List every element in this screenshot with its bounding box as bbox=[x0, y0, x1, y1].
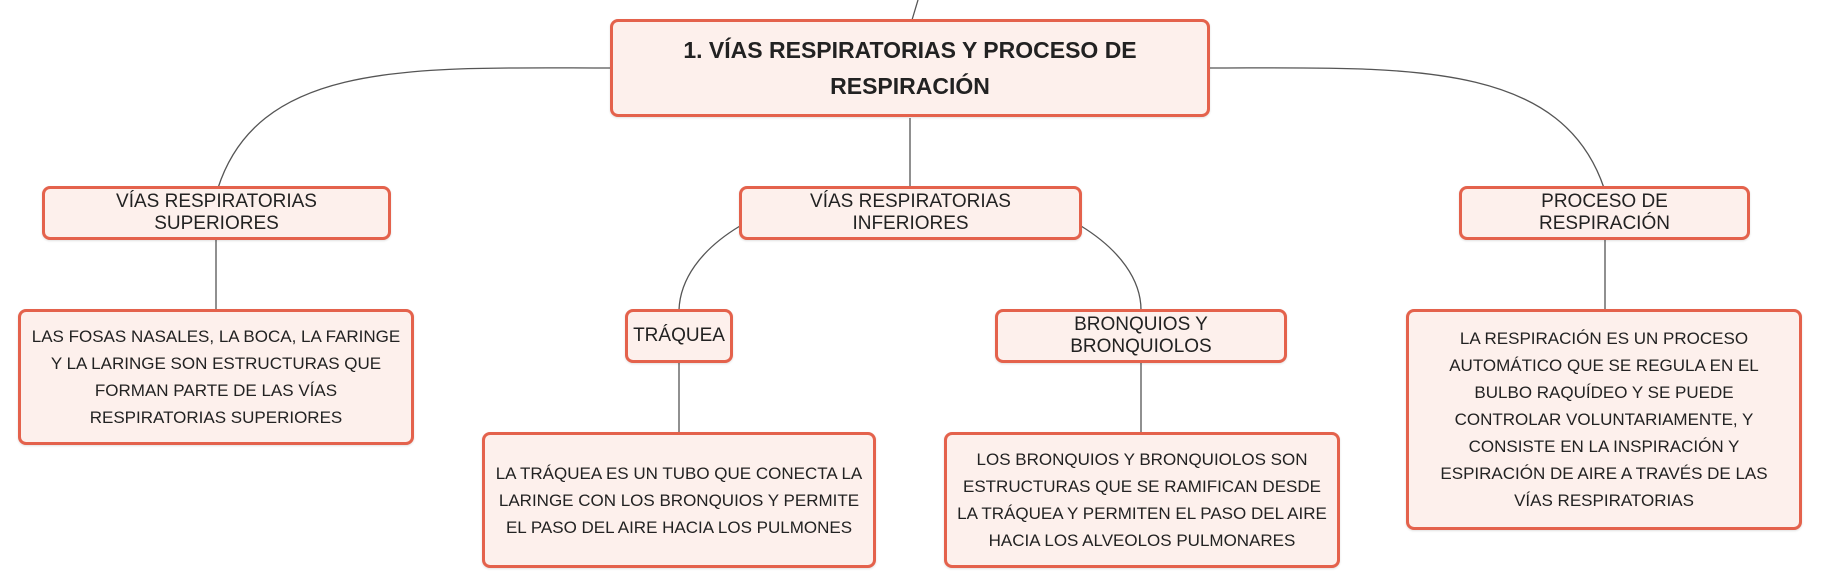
connector-root-superiores bbox=[217, 67, 611, 189]
description-traquea[interactable]: LA TRÁQUEA ES UN TUBO QUE CONECTA LA LAR… bbox=[482, 432, 876, 568]
root-topic[interactable]: 1. VÍAS RESPIRATORIAS Y PROCESO DE RESPI… bbox=[610, 19, 1210, 117]
branch-proceso-respiracion-label: PROCESO DE RESPIRACIÓN bbox=[1539, 191, 1670, 234]
description-proceso-respiracion-text: LA RESPIRACIÓN ES UN PROCESO AUTOMÁTICO … bbox=[1440, 329, 1768, 510]
description-proceso-respiracion[interactable]: LA RESPIRACIÓN ES UN PROCESO AUTOMÁTICO … bbox=[1406, 309, 1802, 530]
description-bronquios[interactable]: LOS BRONQUIOS Y BRONQUIOLOS SON ESTRUCTU… bbox=[944, 432, 1340, 568]
branch-proceso-respiracion[interactable]: PROCESO DE RESPIRACIÓN bbox=[1459, 186, 1750, 240]
branch-vias-inferiores[interactable]: VÍAS RESPIRATORIAS INFERIORES bbox=[739, 186, 1082, 240]
connector-root-proceso bbox=[1209, 67, 1605, 189]
subtopic-traquea-label: TRÁQUEA bbox=[633, 325, 725, 346]
subtopic-bronquios-label: BRONQUIOS Y BRONQUIOLOS bbox=[1070, 314, 1212, 357]
description-bronquios-text: LOS BRONQUIOS Y BRONQUIOLOS SON ESTRUCTU… bbox=[957, 450, 1327, 550]
branch-vias-superiores-label: VÍAS RESPIRATORIAS SUPERIORES bbox=[116, 191, 317, 234]
connector-parent-root bbox=[911, 0, 919, 21]
description-vias-superiores[interactable]: LAS FOSAS NASALES, LA BOCA, LA FARINGE Y… bbox=[18, 309, 414, 445]
connector-inferiores-bronquios bbox=[1080, 225, 1142, 311]
root-topic-title: 1. VÍAS RESPIRATORIAS Y PROCESO DE RESPI… bbox=[683, 37, 1137, 99]
description-traquea-text: LA TRÁQUEA ES UN TUBO QUE CONECTA LA LAR… bbox=[495, 463, 863, 537]
description-vias-superiores-text: LAS FOSAS NASALES, LA BOCA, LA FARINGE Y… bbox=[31, 327, 401, 427]
subtopic-traquea[interactable]: TRÁQUEA bbox=[625, 309, 733, 363]
branch-vias-superiores[interactable]: VÍAS RESPIRATORIAS SUPERIORES bbox=[42, 186, 391, 240]
subtopic-bronquios[interactable]: BRONQUIOS Y BRONQUIOLOS bbox=[995, 309, 1287, 363]
connector-inferiores-traquea bbox=[678, 225, 741, 311]
branch-vias-inferiores-label: VÍAS RESPIRATORIAS INFERIORES bbox=[810, 191, 1011, 234]
